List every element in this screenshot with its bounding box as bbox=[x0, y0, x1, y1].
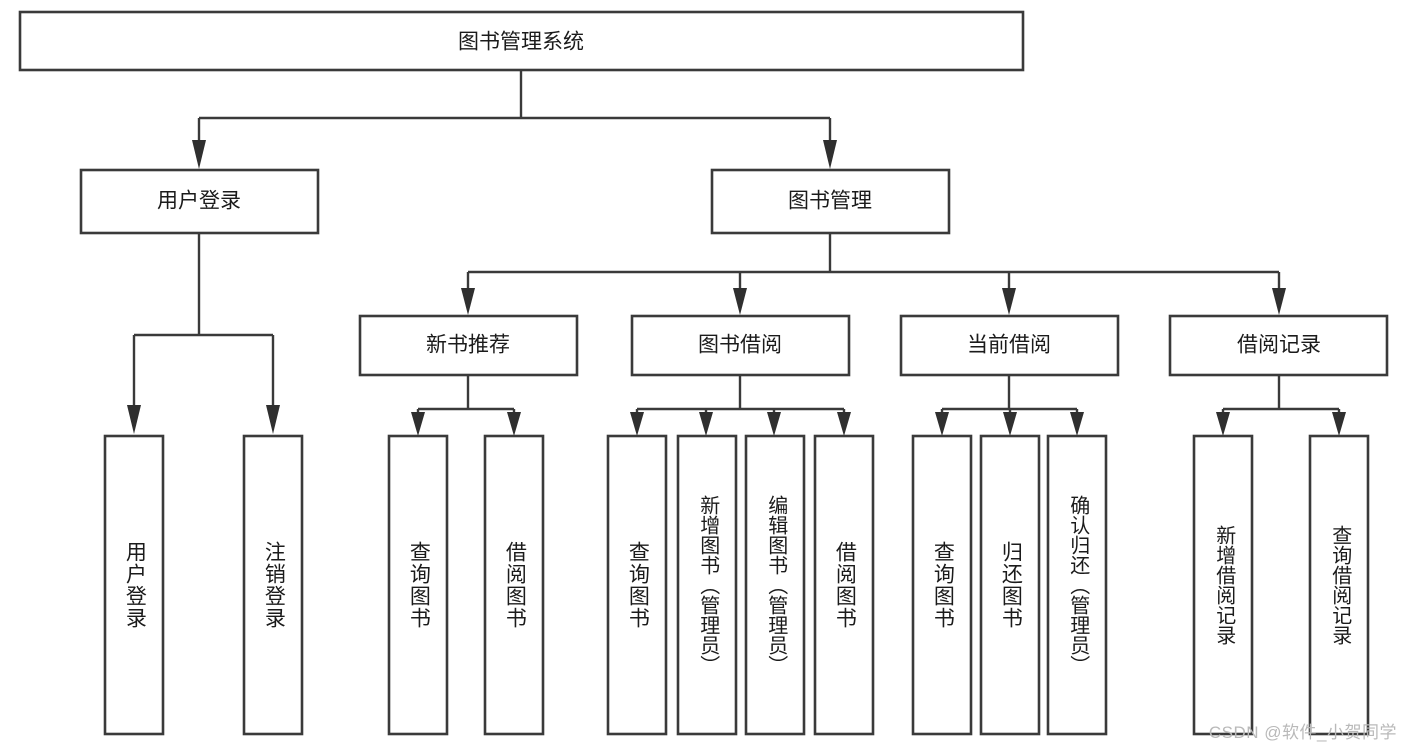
leaf-add-record-box[interactable] bbox=[1192, 434, 1254, 736]
node-borrow-record-label: 借阅记录 bbox=[1237, 334, 1321, 357]
leaf-borrow-book-1-label: 借阅图书 bbox=[503, 541, 527, 629]
node-current-borrow-box[interactable] bbox=[899, 314, 1120, 377]
arrow-root-to-book-manage bbox=[823, 140, 837, 169]
arrow-bookmanage-to-new-book bbox=[461, 288, 475, 315]
arrow-bookborrow-leaf-2 bbox=[699, 412, 713, 436]
leaf-user-login-box[interactable] bbox=[103, 434, 165, 736]
node-user-login-box[interactable] bbox=[79, 168, 320, 235]
leaf-add-record-label: 新增借阅记录 bbox=[1212, 525, 1235, 645]
node-book-borrow[interactable]: 图书借阅 bbox=[630, 314, 851, 377]
node-new-book-recommend[interactable]: 新书推荐 bbox=[358, 314, 579, 377]
leaf-query-book-3-box[interactable] bbox=[911, 434, 973, 736]
leaf-add-book-box[interactable] bbox=[676, 434, 738, 736]
node-book-manage[interactable]: 图书管理 bbox=[710, 168, 951, 235]
arrow-userlogin-leaf-2 bbox=[266, 405, 280, 434]
node-root-box[interactable] bbox=[18, 10, 1025, 72]
node-new-book-recommend-label: 新书推荐 bbox=[426, 334, 510, 357]
leaf-query-book-1-box[interactable] bbox=[387, 434, 449, 736]
leaf-query-book-3[interactable]: 查询图书 bbox=[911, 434, 973, 736]
connector-layer bbox=[127, 70, 1346, 436]
node-user-login[interactable]: 用户登录 bbox=[79, 168, 320, 235]
node-new-book-recommend-box[interactable] bbox=[358, 314, 579, 377]
leaf-borrow-book-1[interactable]: 借阅图书 bbox=[483, 434, 545, 736]
leaf-user-login-label: 用户登录 bbox=[123, 541, 147, 629]
leaf-query-record[interactable]: 查询借阅记录 bbox=[1308, 434, 1370, 736]
node-book-manage-box[interactable] bbox=[710, 168, 951, 235]
leaf-confirm-return[interactable]: 确认归还（管理员） bbox=[1046, 434, 1108, 736]
leaf-query-book-3-label: 查询图书 bbox=[931, 541, 955, 629]
leaf-logout-login[interactable]: 注销登录 bbox=[242, 434, 304, 736]
leaf-edit-book[interactable]: 编辑图书（管理员） bbox=[744, 434, 806, 736]
leaf-return-book[interactable]: 归还图书 bbox=[979, 434, 1041, 736]
leaf-return-book-box[interactable] bbox=[979, 434, 1041, 736]
leaf-query-book-1[interactable]: 查询图书 bbox=[387, 434, 449, 736]
leaf-query-record-box[interactable] bbox=[1308, 434, 1370, 736]
leaf-edit-book-label: 编辑图书（管理员） bbox=[764, 495, 787, 675]
node-book-borrow-label: 图书借阅 bbox=[698, 334, 782, 357]
leaf-logout-login-box[interactable] bbox=[242, 434, 304, 736]
leaf-query-record-label: 查询借阅记录 bbox=[1328, 525, 1351, 645]
node-root[interactable]: 图书管理系统 bbox=[18, 10, 1025, 72]
leaf-user-login[interactable]: 用户登录 bbox=[103, 434, 165, 736]
leaf-query-book-2[interactable]: 查询图书 bbox=[606, 434, 668, 736]
node-borrow-record-box[interactable] bbox=[1168, 314, 1389, 377]
arrow-currentborrow-leaf-3 bbox=[1070, 412, 1084, 436]
leaf-confirm-return-label: 确认归还（管理员） bbox=[1066, 495, 1089, 675]
arrow-newbook-leaf-1 bbox=[411, 412, 425, 436]
arrow-borrowrecord-leaf-2 bbox=[1332, 412, 1346, 436]
node-borrow-record[interactable]: 借阅记录 bbox=[1168, 314, 1389, 377]
leaf-logout-login-label: 注销登录 bbox=[262, 541, 286, 629]
node-book-borrow-box[interactable] bbox=[630, 314, 851, 377]
leaf-confirm-return-box[interactable] bbox=[1046, 434, 1108, 736]
leaf-borrow-book-2-box[interactable] bbox=[813, 434, 875, 736]
leaf-borrow-book-1-box[interactable] bbox=[483, 434, 545, 736]
node-user-login-label: 用户登录 bbox=[157, 190, 241, 213]
leaf-borrow-book-2-label: 借阅图书 bbox=[833, 541, 857, 629]
arrow-currentborrow-leaf-2 bbox=[1003, 412, 1017, 436]
arrow-currentborrow-leaf-1 bbox=[935, 412, 949, 436]
arrow-bookborrow-leaf-4 bbox=[837, 412, 851, 436]
leaf-borrow-book-2[interactable]: 借阅图书 bbox=[813, 434, 875, 736]
leaf-add-record[interactable]: 新增借阅记录 bbox=[1192, 434, 1254, 736]
leaf-add-book-label: 新增图书（管理员） bbox=[696, 495, 719, 675]
arrow-bookborrow-leaf-3 bbox=[767, 412, 781, 436]
arrow-bookborrow-leaf-1 bbox=[630, 412, 644, 436]
node-book-manage-label: 图书管理 bbox=[788, 190, 872, 213]
arrow-root-to-user-login bbox=[192, 140, 206, 169]
arrow-newbook-leaf-2 bbox=[507, 412, 521, 436]
leaf-query-book-2-label: 查询图书 bbox=[626, 541, 650, 629]
node-current-borrow-label: 当前借阅 bbox=[967, 334, 1051, 357]
arrow-borrowrecord-leaf-1 bbox=[1216, 412, 1230, 436]
node-current-borrow[interactable]: 当前借阅 bbox=[899, 314, 1120, 377]
arrow-userlogin-leaf-1 bbox=[127, 405, 141, 434]
leaf-add-book[interactable]: 新增图书（管理员） bbox=[676, 434, 738, 736]
leaf-edit-book-box[interactable] bbox=[744, 434, 806, 736]
arrow-bookmanage-to-current-borrow bbox=[1002, 288, 1016, 315]
node-root-label: 图书管理系统 bbox=[458, 31, 584, 54]
leaf-query-book-2-box[interactable] bbox=[606, 434, 668, 736]
arrow-bookmanage-to-borrow-record bbox=[1272, 288, 1286, 315]
leaf-return-book-label: 归还图书 bbox=[999, 541, 1023, 629]
arrow-bookmanage-to-book-borrow bbox=[733, 288, 747, 315]
leaf-query-book-1-label: 查询图书 bbox=[407, 541, 431, 629]
